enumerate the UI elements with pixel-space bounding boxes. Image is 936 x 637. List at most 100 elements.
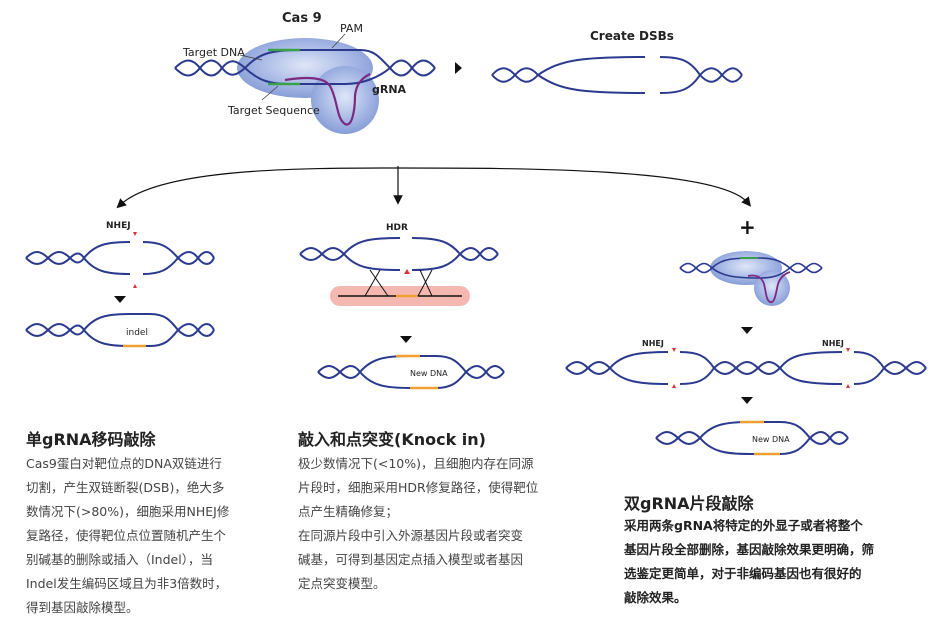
middle-section-body: 极少数情况下(<10%)，且细胞内存在同源 片段时，细胞采用HDR修复路径，使得…: [298, 452, 568, 596]
nhej-left-upper: [83, 241, 131, 259]
indel-helix-left-2: [25, 323, 85, 337]
dsb-right-lower: [659, 74, 701, 94]
hdr-helix-right-2: [459, 247, 499, 261]
right-section-body: 采用两条gRNA将特定的外显子或者将整个 基因片段全部删除，基因敲除效果更明确，…: [624, 514, 924, 610]
right-section-title: 双gRNA片段敲除: [624, 494, 754, 513]
left-body-line: 复路径，使得靶位点位置随机产生个: [26, 528, 227, 543]
target-dna-helix-left-2: [174, 59, 246, 77]
left-body-line: 切割，产生双链断裂(DSB)，绝大多: [26, 480, 225, 495]
dc-mid-lower-left: [679, 367, 715, 385]
down-arrow-icon-right-1: [741, 327, 753, 334]
dc-helix-left-2: [565, 361, 611, 375]
cut-marker-r2-top: [846, 348, 850, 352]
dc-mid-upper-left: [679, 351, 715, 369]
del-upper: [699, 421, 811, 439]
down-arrow-icon-right-2: [741, 397, 753, 404]
hdr-diagram: HDR New DNA: [299, 223, 505, 390]
right-body-line: 采用两条gRNA将特定的外显子或者将整个: [624, 518, 863, 533]
middle-body-line: 点产生精确修复；: [298, 504, 399, 519]
dsb-left-upper: [537, 56, 646, 76]
nhej-helix-left: [25, 251, 85, 265]
right-body-line: 选鉴定更简单，对于非编码基因也有很好的: [624, 566, 862, 581]
nhej-right-lower: [142, 257, 179, 275]
pam-leader: [331, 33, 346, 49]
dsb-helix-left-2: [491, 67, 539, 83]
right-body-line: 基因片段全部删除，基因敲除效果更明确，筛: [624, 542, 875, 557]
target-sequence-leader: [261, 85, 279, 101]
nhej-helix-right-2: [177, 251, 215, 265]
dc-mid-helix-2: [713, 361, 781, 375]
crossover-2: [369, 269, 389, 297]
indel-label: indel: [126, 328, 148, 338]
dc-left-upper: [609, 351, 669, 369]
cut-marker-r1-bottom: [672, 384, 676, 388]
down-arrow-icon-middle: [400, 336, 412, 343]
crossover-3: [419, 269, 433, 297]
new-dna-label-right: New DNA: [752, 435, 790, 444]
middle-body-line: 定点突变模型。: [298, 576, 386, 591]
plus-label: +: [739, 215, 756, 239]
newdna-mid-helix-right-2: [465, 365, 505, 379]
middle-section-title: 敲入和点突变(Knock in): [298, 430, 486, 449]
right-arrow-icon: [455, 62, 462, 74]
nhej-label: NHEJ: [106, 221, 131, 231]
dc-mid-helix: [713, 361, 781, 375]
target-dna-helix-right-2: [389, 59, 436, 77]
hdr-left-lower: [343, 253, 401, 271]
indel-helix-right-2: [177, 323, 215, 337]
left-body-line: 数情况下(>80%)，细胞采用NHEJ修: [26, 504, 230, 519]
target-dna-lower-strand: [244, 67, 391, 85]
del-helix-left-2: [655, 431, 701, 445]
down-arrow-icon-left: [114, 296, 126, 303]
target-dna-helix-left: [174, 59, 246, 77]
middle-body-line: 碱基，可得到基因定点插入模型或者基因: [298, 552, 524, 567]
crossover-1: [364, 269, 381, 297]
small-upper: [711, 257, 791, 269]
nhej-left-lower: [83, 257, 131, 275]
nhej-left-diagram: NHEJ indel: [25, 221, 215, 348]
dc-helix-right-2: [883, 361, 927, 375]
nhej-right-label: NHEJ: [822, 339, 844, 348]
dc-right-upper: [853, 351, 885, 369]
crossover-4: [417, 269, 433, 297]
dc-mid-lower-right: [779, 367, 843, 385]
middle-body-line: 极少数情况下(<10%)，且细胞内存在同源: [298, 456, 534, 471]
dc-mid-upper-right: [779, 351, 843, 369]
nhej-left-label: NHEJ: [642, 339, 664, 348]
pam-label: PAM: [340, 22, 363, 35]
small-grna: [747, 271, 791, 304]
hdr-label: HDR: [386, 223, 408, 233]
cas9-complex: Cas 9 PAM Target DNA gRNA Target Sequenc…: [174, 11, 436, 134]
left-body-line: Cas9蛋白对靶位点的DNA双链进行: [26, 456, 222, 471]
target-dna-upper-strand: [244, 49, 391, 69]
newdna-mid-upper: [359, 355, 467, 373]
left-body-line: 别碱基的删除或插入（Indel），当: [26, 552, 213, 567]
newdna-mid-helix-left-2: [317, 365, 361, 379]
target-dna-leader: [239, 54, 263, 61]
indel-helix-left: [25, 323, 85, 337]
create-dsbs-label: Create DSBs: [590, 29, 674, 43]
dsb-left-lower: [537, 74, 646, 94]
dual-grna-diagram: + NHEJ NHEJ: [565, 215, 927, 456]
hdr-left-upper: [343, 237, 401, 255]
left-body-line: 得到基因敲除模型。: [26, 600, 139, 615]
branch-arrow-right: [397, 167, 752, 207]
cas9-label: Cas 9: [282, 11, 322, 26]
nhej-right-upper: [142, 241, 179, 259]
target-dna-label: Target DNA: [182, 46, 245, 59]
middle-body-line: 片段时，细胞采用HDR修复路径，使得靶位: [298, 480, 539, 495]
indel-upper-strand: [83, 313, 179, 331]
new-dna-label-middle: New DNA: [410, 369, 448, 378]
branch-arrow-left: [116, 167, 399, 209]
grna-label: gRNA: [372, 83, 407, 96]
left-section-title: 单gRNA移码敲除: [26, 430, 156, 449]
dsb-diagram: Create DSBs: [491, 29, 743, 94]
hdr-cut-marker: [404, 269, 410, 274]
hdr-right-upper: [411, 237, 461, 255]
dsb-right-upper: [659, 56, 701, 76]
dc-left-lower: [609, 367, 669, 385]
hdr-right-lower: [411, 253, 461, 271]
grna-strand: [284, 73, 371, 126]
cut-marker-bottom: [133, 284, 137, 288]
